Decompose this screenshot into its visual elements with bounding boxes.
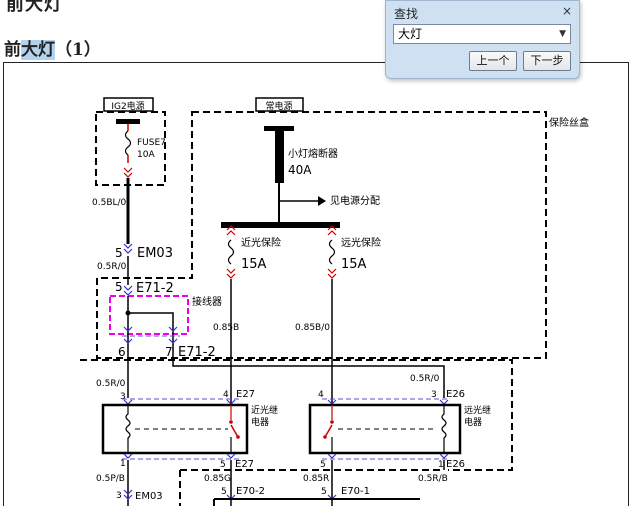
fuse7-symbol bbox=[124, 130, 132, 156]
relay1-pin4: 4 bbox=[223, 390, 229, 400]
e702-pin5: 5 bbox=[221, 487, 227, 497]
e712-pin5: 5 bbox=[115, 280, 123, 294]
low-fuse-label: 近光保险 bbox=[241, 236, 281, 249]
relay2-pin3: 3 bbox=[431, 390, 437, 400]
wire-085g: 0.85G bbox=[204, 474, 231, 484]
wire-05rb: 0.5R/B bbox=[418, 474, 448, 484]
em03-pin3: 3 bbox=[116, 491, 122, 501]
relay-area-boundary bbox=[80, 359, 513, 471]
find-dialog: 查找 × 大灯 ▼ 上一个 下一步 bbox=[385, 0, 580, 79]
wire-085b0: 0.85B/0 bbox=[295, 323, 330, 333]
heading-partial: 前大灯 bbox=[6, 0, 63, 15]
find-query-select[interactable]: 大灯 ▼ bbox=[393, 24, 571, 44]
const-power-box bbox=[255, 97, 304, 112]
search-highlight: 大灯 bbox=[21, 40, 55, 60]
fuse7-name: FUSE7 bbox=[137, 138, 166, 148]
wire-085b: 0.85B bbox=[213, 323, 239, 333]
ig2-label: IG2电源 bbox=[111, 100, 144, 112]
wiring-diagram bbox=[3, 62, 629, 506]
low-relay-label-2: 电器 bbox=[251, 416, 269, 428]
connector-box bbox=[109, 295, 189, 335]
wire-05pb: 0.5P/B bbox=[96, 474, 125, 484]
e712-label: E71-2 bbox=[136, 281, 174, 296]
low-relay-label-1: 近光继 bbox=[251, 404, 278, 416]
title-suffix: （1） bbox=[55, 40, 101, 60]
find-query-value: 大灯 bbox=[398, 27, 423, 41]
r1-pin1: 1 bbox=[120, 459, 126, 469]
e26-label: E26 bbox=[446, 389, 465, 400]
em03-label: EM03 bbox=[137, 246, 173, 261]
see-power-label: 见电源分配 bbox=[330, 194, 380, 207]
const-power-label: 常电源 bbox=[265, 100, 292, 112]
wire-085r: 0.85R bbox=[303, 474, 329, 484]
e701-pin5: 5 bbox=[321, 487, 327, 497]
fuse7-busbar bbox=[116, 119, 140, 124]
e712-pin7: 7 bbox=[165, 345, 173, 359]
find-next-button[interactable]: 下一步 bbox=[523, 51, 571, 71]
high-relay-label-2: 电器 bbox=[464, 416, 482, 428]
fusebox-boundary bbox=[96, 111, 547, 359]
relay2-pin4: 4 bbox=[318, 390, 324, 400]
high-fuse-symbol bbox=[328, 239, 336, 265]
e702-label: E70-2 bbox=[236, 486, 265, 497]
high-relay-label-1: 远光继 bbox=[464, 404, 491, 416]
fusebox-label: 保险丝盒 bbox=[549, 116, 589, 129]
r1-pin5: 5 bbox=[220, 460, 226, 470]
e27-label: E27 bbox=[236, 389, 255, 400]
r2-pin5: 5 bbox=[320, 460, 326, 470]
connector-label: 接线器 bbox=[192, 295, 222, 308]
high-beam-relay bbox=[308, 403, 462, 455]
ig2-box bbox=[103, 97, 154, 112]
small-lamp-fuse-bar bbox=[275, 131, 284, 183]
high-fuse-rating: 15A bbox=[341, 257, 367, 272]
title-prefix: 前 bbox=[4, 40, 21, 60]
close-icon[interactable]: × bbox=[561, 4, 572, 18]
low-fuse-rating: 15A bbox=[241, 257, 267, 272]
const-busbar bbox=[264, 126, 294, 131]
relay1-pin3: 3 bbox=[120, 392, 126, 402]
e701-label: E70-1 bbox=[341, 486, 370, 497]
fuse7-box bbox=[95, 111, 166, 186]
low-fuse-symbol bbox=[227, 239, 235, 265]
r2-pin1: 1 bbox=[438, 460, 444, 470]
find-title: 查找 bbox=[394, 7, 419, 21]
e712-label-b: E71-2 bbox=[178, 345, 216, 360]
em03-label-b: EM03 bbox=[135, 491, 163, 502]
e712-pin6: 6 bbox=[118, 345, 126, 359]
wire-05r0-a: 0.5R/0 bbox=[97, 262, 127, 272]
wire-05r0-c: 0.5R/0 bbox=[410, 374, 440, 384]
wire-05bl0: 0.5BL/0 bbox=[92, 198, 127, 208]
wire-05r0-b: 0.5R/0 bbox=[96, 379, 126, 389]
high-fuse-label: 远光保险 bbox=[341, 236, 381, 249]
see-power-arrow bbox=[318, 196, 326, 206]
fuse7-rating: 10A bbox=[137, 150, 155, 160]
em03-pin: 5 bbox=[115, 246, 123, 260]
small-lamp-fuse-rating: 40A bbox=[288, 163, 312, 177]
small-lamp-fuse-label: 小灯熔断器 bbox=[288, 147, 338, 160]
low-beam-relay bbox=[101, 403, 249, 455]
find-prev-button[interactable]: 上一个 bbox=[469, 51, 517, 71]
e27-label-b: E27 bbox=[235, 459, 254, 470]
distribution-busbar bbox=[221, 222, 340, 228]
page-title: 前大灯（1） bbox=[4, 35, 101, 60]
chevron-down-icon[interactable]: ▼ bbox=[559, 29, 566, 39]
e26-label-b: E26 bbox=[446, 459, 465, 470]
